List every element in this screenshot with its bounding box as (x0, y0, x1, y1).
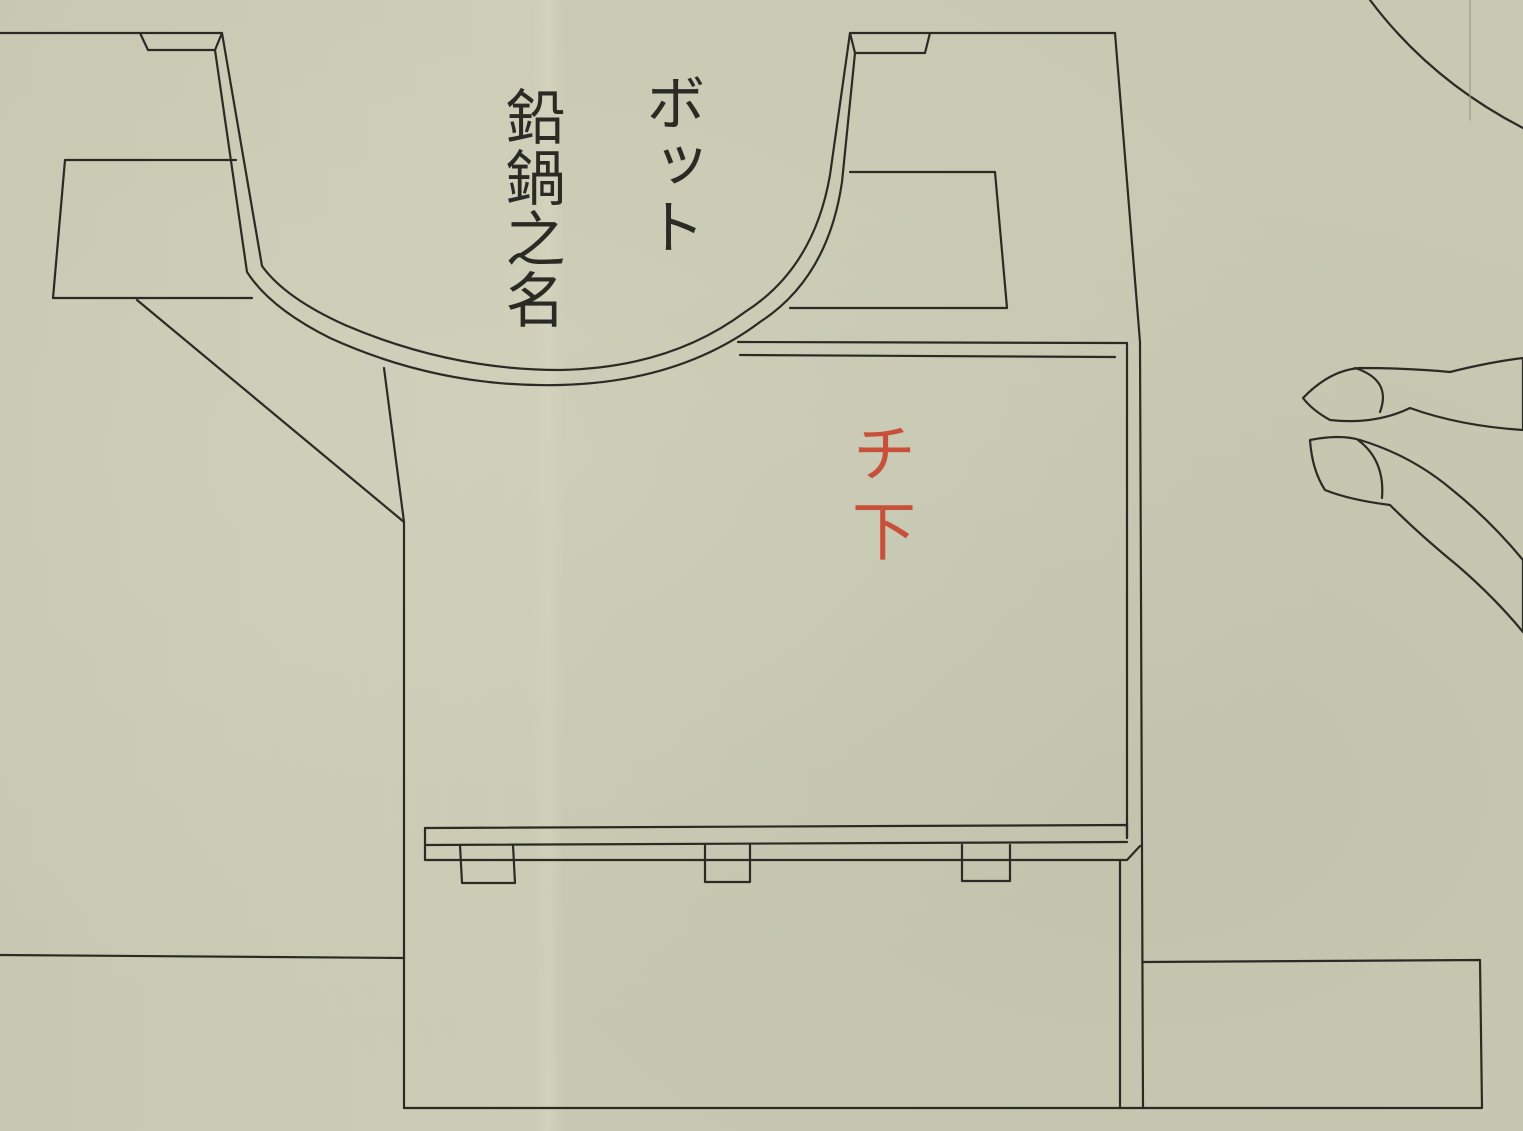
top-right-arc (1368, 0, 1523, 130)
pot-rim-left (138, 31, 224, 52)
grate-support-2 (703, 843, 752, 884)
chamber-inner-top-outline (738, 353, 1117, 359)
pipe-nozzle-lower (1308, 435, 1523, 634)
pipe-nozzle-lower-inner (1356, 438, 1384, 500)
grate-bar-upper (423, 823, 1129, 840)
furnace-right-outer-wall (1113, 31, 1145, 1110)
fire-chamber-top (736, 340, 1129, 345)
left-diagonal-strut (135, 298, 406, 524)
pot-katakana-label: ボット (635, 72, 705, 258)
ledge-left (51, 158, 254, 300)
pot-rim-right (848, 31, 932, 55)
pipe-nozzle-upper (1301, 356, 1523, 432)
pot-name-label: 鉛鍋之名 (495, 86, 565, 330)
grate-bar-middle (423, 840, 1129, 847)
furnace-left-wall (382, 366, 406, 1110)
pot-outer-wall (213, 48, 857, 387)
grate-support-1 (458, 843, 517, 885)
chamber-red-label: チ下 (841, 420, 915, 576)
pot-inner-wall (220, 31, 852, 372)
ledge-right (788, 170, 1009, 310)
ground-line-left (0, 953, 406, 960)
flue-box-right (1141, 958, 1484, 1110)
grate-support-3 (960, 843, 1012, 883)
pipe-nozzle-upper-inner (1353, 366, 1385, 414)
